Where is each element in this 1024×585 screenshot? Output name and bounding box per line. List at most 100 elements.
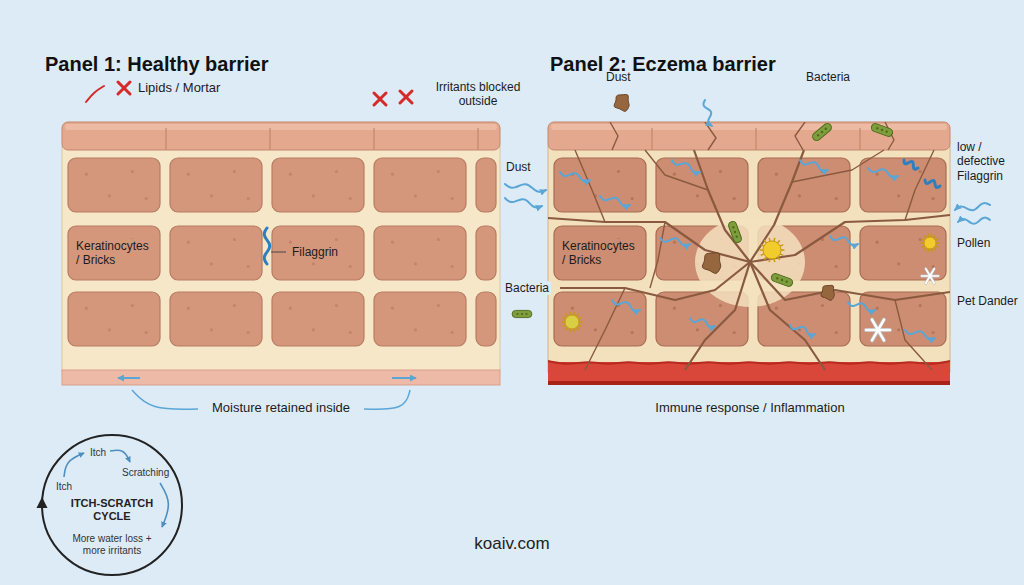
brick-speck [289, 173, 292, 176]
dander-arm [926, 269, 934, 284]
pollen-spike [780, 254, 783, 256]
brick-speck [696, 194, 699, 197]
keratinocyte-brick [860, 292, 946, 346]
pollen-grain [760, 238, 785, 262]
brick-speck [733, 197, 736, 200]
surface-seam [477, 128, 478, 150]
brick-speck [187, 173, 190, 176]
surface-seam [269, 128, 270, 150]
blocked-mark [400, 91, 412, 103]
surface-seam [859, 128, 860, 150]
brick-speck [145, 197, 148, 200]
leader-line [271, 252, 286, 253]
pollen-spike [761, 254, 764, 256]
brick-speck [85, 307, 88, 310]
crack-line [585, 288, 625, 370]
eczema-barrier-drawing [505, 95, 990, 385]
wavy-path [868, 168, 898, 177]
surface-seam [651, 128, 652, 150]
pollen-spike [778, 257, 780, 260]
brick-speck [876, 241, 879, 244]
pollen-spike [563, 325, 566, 327]
dust-particle [614, 95, 629, 112]
keratinocyte-brick [68, 158, 160, 212]
wavy-path [660, 238, 690, 246]
keratinocyte-brick [554, 226, 646, 280]
pollen-spike [576, 327, 578, 330]
bacterium [512, 310, 532, 317]
wavy-path [955, 203, 990, 210]
pet-dander [922, 269, 939, 284]
pollen-grain [921, 234, 940, 253]
brick-speck [131, 170, 134, 173]
pollen-spike [565, 314, 567, 317]
wavy-path [830, 236, 858, 245]
wavy-path [612, 300, 640, 311]
keratinocyte-brick [68, 226, 160, 280]
brick-speck [312, 328, 315, 331]
blocked-mark [374, 93, 386, 105]
keratinocyte-brick [170, 158, 262, 212]
brick-speck [876, 173, 879, 176]
moisture-arrow [118, 377, 140, 379]
crack-line [750, 262, 950, 300]
wavy-path [958, 218, 990, 224]
pollen-spike [578, 317, 581, 319]
crack-line [575, 150, 605, 222]
brick-speck [897, 328, 900, 331]
cycle-arrow [64, 453, 84, 477]
pet-dander [866, 320, 890, 341]
bacterium-spot [516, 313, 518, 315]
bacterium-spot [733, 230, 736, 233]
brick-speck [932, 331, 935, 334]
cycle-ring-arrowhead [37, 497, 48, 508]
blocked-mark [118, 82, 130, 94]
crack-line [610, 122, 618, 150]
keratinocyte-brick [554, 158, 646, 212]
brick-speck [932, 197, 935, 200]
bacterium-spot [876, 127, 879, 130]
surface-seam [755, 128, 756, 150]
brick-speck [919, 304, 922, 307]
crack-line [795, 122, 805, 150]
bacterium [770, 272, 793, 287]
bacterium-spot [816, 134, 819, 137]
brick-speck [210, 262, 213, 265]
brick-speck [289, 307, 292, 310]
brick-speck [451, 197, 454, 200]
brick-speck [349, 265, 352, 268]
wavy-path [790, 325, 815, 335]
brick-speck [451, 265, 454, 268]
surface-layer [548, 122, 950, 150]
brick-speck [233, 170, 236, 173]
cycle-arrow [110, 450, 130, 462]
protein-label: Filaggrin [290, 245, 340, 259]
pollen-spike [924, 236, 926, 239]
keratinocyte-brick [374, 226, 466, 280]
brick-speck [414, 194, 417, 197]
brick-speck [108, 194, 111, 197]
brick-speck [835, 197, 838, 200]
pollen-spike [760, 249, 764, 251]
crack-line [895, 300, 932, 370]
crack-line [905, 150, 934, 220]
brick-speck [897, 194, 900, 197]
brick-speck [594, 328, 597, 331]
blocked-mark [400, 91, 412, 103]
brick-speck [247, 197, 250, 200]
pollen-spike [935, 239, 938, 241]
keratinocyte-brick [272, 226, 364, 280]
brick-speck [631, 331, 634, 334]
keratinocyte-brick [758, 158, 850, 212]
pollen-spike [934, 236, 936, 239]
brick-speck [673, 307, 676, 310]
panel-title: Panel 1: Healthy barrier [45, 52, 268, 76]
pollen-core [763, 241, 781, 259]
wavy-path [505, 198, 542, 207]
pollen-spike [921, 246, 924, 248]
wavy-path [904, 160, 918, 169]
brick-speck [897, 262, 900, 265]
pollen-spike [563, 317, 566, 319]
